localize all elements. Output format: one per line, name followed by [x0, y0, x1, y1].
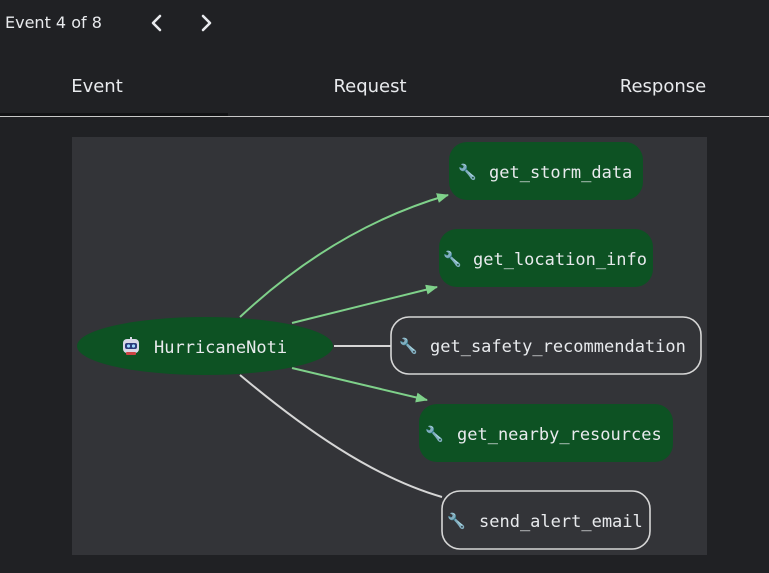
event-navigation-bar: Event 4 of 8: [0, 0, 769, 46]
previous-event-button[interactable]: [142, 8, 172, 38]
next-event-button[interactable]: [191, 8, 221, 38]
tool-node-label: get_nearby_resources: [457, 425, 662, 445]
robot-icon: [123, 337, 139, 355]
tab-response[interactable]: Response: [619, 76, 707, 97]
detail-tabs: Event Request Response: [0, 58, 769, 117]
edge-to-get-storm-data: [239, 193, 449, 318]
tool-node-label: send_alert_email: [479, 512, 643, 532]
tool-node-get-safety-recommendation[interactable]: 🔧 get_safety_recommendation: [390, 316, 702, 375]
chevron-left-icon: [151, 14, 162, 32]
tool-node-label: get_storm_data: [489, 163, 632, 183]
tool-node-get-location-info[interactable]: 🔧 get_location_info: [439, 229, 653, 287]
tool-node-label: get_location_info: [473, 250, 647, 270]
agent-node[interactable]: HurricaneNoti: [77, 317, 333, 375]
wrench-icon: 🔧: [458, 162, 477, 181]
wrench-icon: 🔧: [443, 249, 462, 268]
edge-to-get-nearby-resources: [291, 367, 428, 403]
event-counter: Event 4 of 8: [5, 13, 102, 32]
tool-node-label: get_safety_recommendation: [430, 337, 686, 357]
tab-request[interactable]: Request: [333, 76, 407, 97]
wrench-icon: 🔧: [425, 424, 444, 443]
wrench-icon: 🔧: [447, 511, 466, 530]
agent-graph-panel: HurricaneNoti 🔧 get_storm_data 🔧 get_loc…: [72, 137, 707, 555]
edge-to-get-location-info: [291, 284, 438, 324]
wrench-icon: 🔧: [399, 336, 418, 355]
tool-node-get-storm-data[interactable]: 🔧 get_storm_data: [449, 142, 643, 200]
tab-event[interactable]: Event: [71, 76, 123, 97]
tool-node-get-nearby-resources[interactable]: 🔧 get_nearby_resources: [419, 404, 673, 462]
active-tab-indicator: [0, 113, 228, 116]
edge-to-send-alert-email: [239, 374, 443, 498]
agent-node-label: HurricaneNoti: [154, 338, 287, 358]
chevron-right-icon: [201, 14, 212, 32]
agent-graph: HurricaneNoti 🔧 get_storm_data 🔧 get_loc…: [77, 142, 702, 550]
tool-node-send-alert-email[interactable]: 🔧 send_alert_email: [441, 490, 651, 550]
